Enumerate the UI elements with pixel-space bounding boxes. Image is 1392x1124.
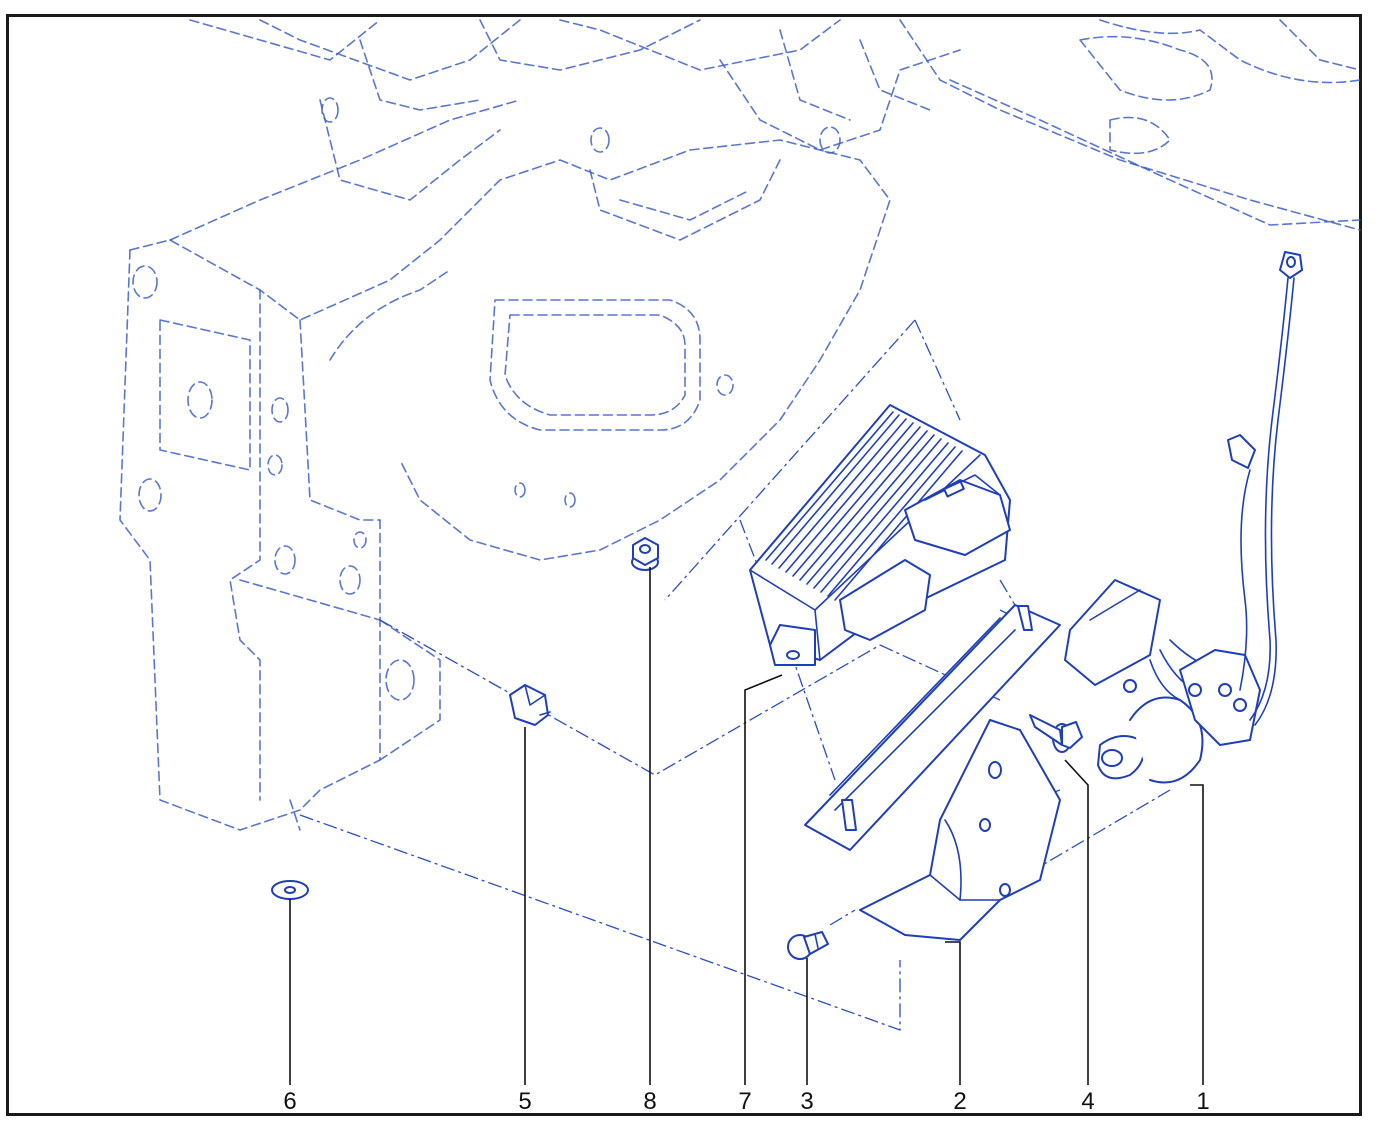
wiring-harness (1064, 251, 1303, 784)
control-module (749, 404, 1011, 666)
washer-bolt (1029, 714, 1083, 753)
mounting-plate (804, 604, 1061, 851)
lower-bracket (859, 719, 1061, 941)
alignment-lines (299, 319, 1171, 1031)
callout-3: 3 (800, 1088, 814, 1115)
heatsink-fins (765, 411, 963, 601)
callout-4: 4 (1081, 1088, 1095, 1115)
callout-7: 7 (738, 1088, 752, 1115)
vehicle-frame-ghost (119, 19, 1361, 831)
callout-6: 6 (283, 1088, 297, 1115)
flange-bolt (787, 931, 829, 960)
diagram-frame (6, 14, 1362, 1116)
callout-1: 1 (1196, 1088, 1210, 1115)
washer (271, 880, 309, 900)
callout-2: 2 (953, 1088, 967, 1115)
leader-lines (289, 567, 1204, 1085)
callout-8: 8 (643, 1088, 657, 1115)
frame-holes-ghost (132, 97, 841, 701)
retaining-clip (509, 684, 551, 726)
flange-nut (631, 537, 659, 571)
callout-5: 5 (518, 1088, 532, 1115)
